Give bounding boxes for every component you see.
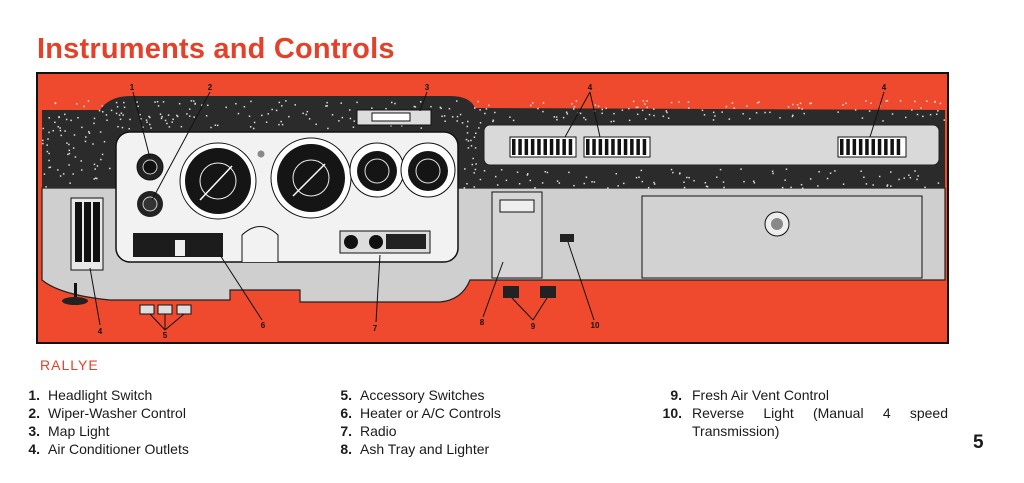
legend-item: 4. Air Conditioner Outlets: [18, 440, 189, 458]
legend-column: 5. Accessory Switches 6. Heater or A/C Con…: [330, 386, 501, 458]
accessory-switch: [157, 304, 173, 315]
callout-10: 10: [591, 321, 600, 330]
item-number: 8.: [340, 441, 352, 457]
item-label: Reverse Light (Manual 4 speed Transmissi…: [692, 405, 948, 439]
item-number: 10.: [662, 405, 682, 421]
callout-4: 4: [98, 327, 103, 336]
legend-item: 5. Accessory Switches: [330, 386, 501, 404]
section-heading: RALLYE: [40, 357, 99, 373]
callout-4: 4: [588, 83, 593, 92]
small-gauge: [400, 142, 456, 198]
legend-item: 1. Headlight Switch: [18, 386, 189, 404]
item-label: Air Conditioner Outlets: [48, 441, 189, 457]
item-number: 9.: [670, 387, 682, 403]
legend-item: 2. Wiper-Washer Control: [18, 404, 189, 422]
glove-box: [641, 195, 923, 279]
item-label: Fresh Air Vent Control: [692, 387, 829, 403]
leader-lines: [89, 91, 885, 331]
legend-item: 9. Fresh Air Vent Control: [656, 386, 948, 404]
item-number: 7.: [340, 423, 352, 439]
accessory-switch: [176, 304, 192, 315]
fresh-air-vent-control: [540, 286, 556, 298]
callout-1: 1: [130, 83, 135, 92]
callout-6: 6: [261, 321, 266, 330]
page-title: Instruments and Controls: [37, 33, 395, 65]
item-number: 1.: [28, 387, 40, 403]
legend-item: 7. Radio: [330, 422, 501, 440]
callout-4: 4: [882, 83, 887, 92]
item-label: Headlight Switch: [48, 387, 153, 403]
legend-item: 10. Reverse Light (Manual 4 speed Transmi…: [656, 404, 948, 440]
legend-item: 6. Heater or A/C Controls: [330, 404, 501, 422]
ac-outlet: [583, 136, 651, 158]
item-label: Wiper-Washer Control: [48, 405, 186, 421]
ac-outlet: [509, 136, 577, 158]
item-number: 3.: [28, 423, 40, 439]
reverse-light: [560, 234, 574, 242]
callout-8: 8: [480, 318, 485, 327]
small-gauge: [349, 142, 405, 198]
item-number: 2.: [28, 405, 40, 421]
item-number: 5.: [340, 387, 352, 403]
legend-item: 3. Map Light: [18, 422, 189, 440]
tachometer-gauge: [179, 142, 257, 220]
item-label: Radio: [360, 423, 397, 439]
accessory-switch: [139, 304, 155, 315]
item-number: 6.: [340, 405, 352, 421]
callout-3: 3: [425, 83, 430, 92]
item-label: Map Light: [48, 423, 110, 439]
legend-item: 8. Ash Tray and Lighter: [330, 440, 501, 458]
knob: [62, 297, 88, 305]
item-number: 4.: [28, 441, 40, 457]
page-number: 5: [973, 432, 984, 453]
callout-9: 9: [531, 322, 536, 331]
item-label: Ash Tray and Lighter: [360, 441, 490, 457]
ac-outlet: [837, 136, 907, 158]
callout-5: 5: [163, 331, 168, 340]
legend-column: 9. Fresh Air Vent Control 10. Reverse Ligh…: [656, 386, 948, 440]
speedometer-gauge: [270, 137, 352, 219]
fresh-air-vent-control: [503, 286, 519, 298]
legend-column: 1. Headlight Switch 2. Wiper-Washer Contro…: [18, 386, 189, 458]
callout-2: 2: [208, 83, 213, 92]
item-label: Heater or A/C Controls: [360, 405, 501, 421]
callout-7: 7: [373, 324, 378, 333]
item-label: Accessory Switches: [360, 387, 485, 403]
